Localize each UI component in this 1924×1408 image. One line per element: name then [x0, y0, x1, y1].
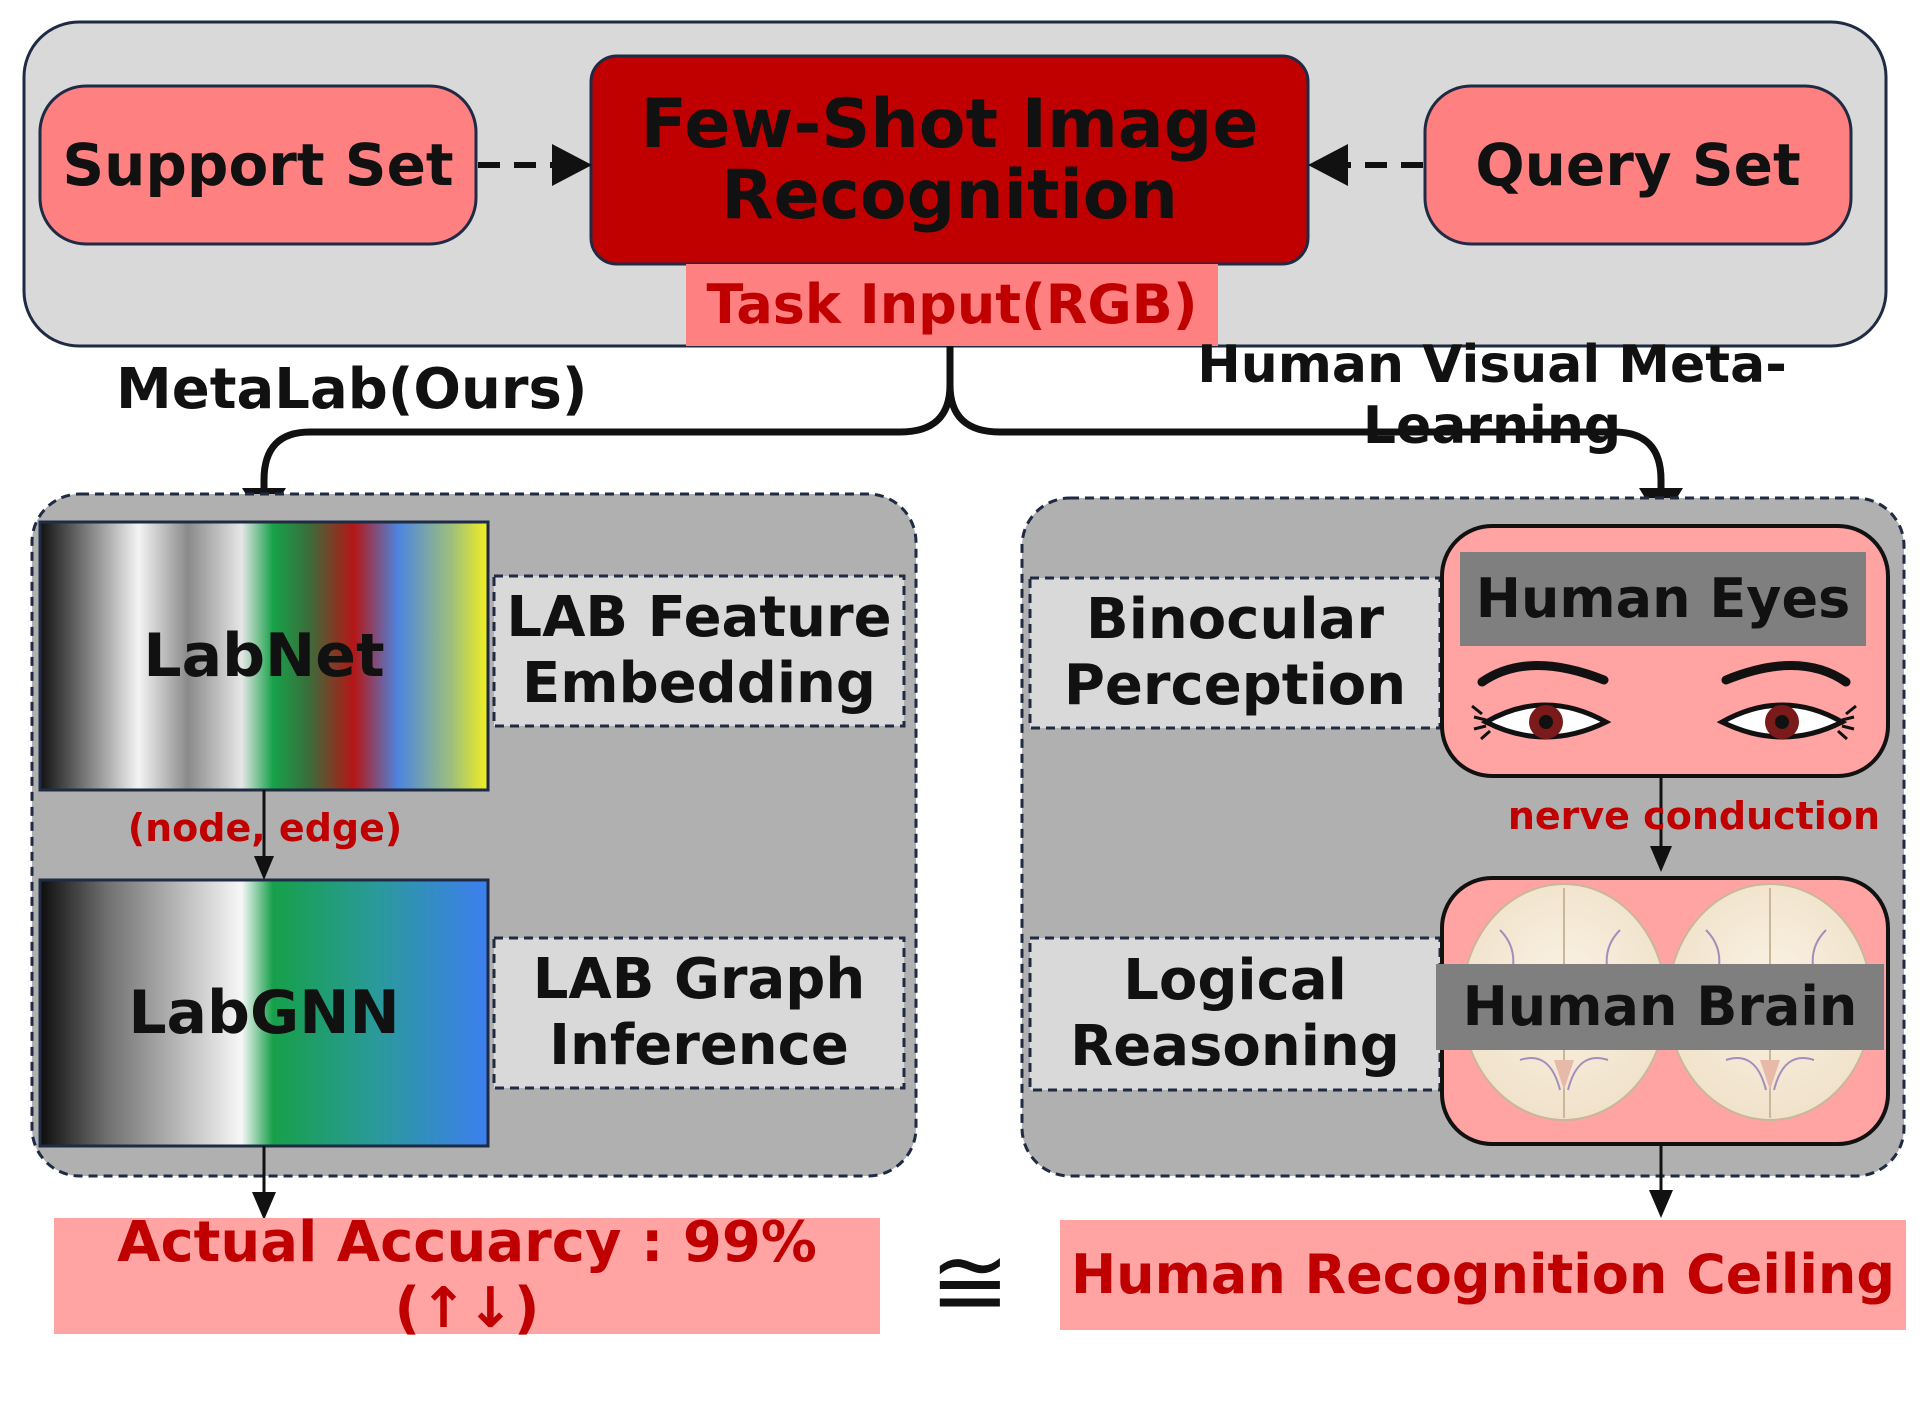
- logical-line1: Logical: [1123, 947, 1347, 1013]
- accuracy-result-label: Actual Accuarcy : 99%(↑↓): [117, 1209, 817, 1341]
- labgnn-block: [38, 878, 490, 1148]
- ceiling-result-box: [1060, 1220, 1906, 1330]
- nerve-conduction-label: nerve conduction: [1507, 793, 1880, 838]
- left-eye-icon: [1471, 661, 1612, 741]
- human-brain-label: Human Brain: [1462, 975, 1858, 1039]
- approx-symbol: ≅: [929, 1226, 1011, 1339]
- lab-graph-label: LAB Graph Inference: [494, 938, 904, 1088]
- task-title: Few-Shot Image Recognition: [591, 56, 1308, 264]
- binocular-box: [1028, 576, 1442, 730]
- query-set-label: Query Set: [1475, 130, 1801, 199]
- lab-feature-line2: Embedding: [522, 651, 876, 716]
- branch-left-connector: [260, 346, 954, 494]
- task-title-line2: Recognition: [721, 156, 1178, 235]
- task-input-label: Task Input(RGB): [706, 273, 1198, 337]
- support-arrowhead: [552, 144, 592, 186]
- support-set-label: Support Set: [62, 130, 454, 199]
- task-input-label-bg: [686, 264, 1218, 346]
- metalab-branch-label: MetaLab(Ours): [116, 356, 588, 422]
- lab-feature-label: LAB Feature Embedding: [494, 576, 904, 726]
- task-title-line1: Few-Shot Image: [640, 84, 1259, 164]
- brain-arrowhead: [1649, 1190, 1673, 1218]
- lab-graph-line1: LAB Graph: [532, 946, 866, 1012]
- binocular-line2: Perception: [1063, 653, 1407, 718]
- eyes-arrowhead: [1650, 846, 1672, 872]
- labgnn-arrowhead: [252, 1192, 276, 1220]
- logical-line2: Reasoning: [1070, 1014, 1400, 1079]
- support-set-box: [38, 84, 478, 246]
- query-set-box: [1423, 84, 1853, 246]
- human-branch-label: Human Visual Meta-Learning: [1197, 334, 1787, 456]
- eyes-label-bg: [1460, 552, 1866, 646]
- branch-right-connector: [946, 384, 1665, 494]
- brain-label-bg: [1436, 964, 1884, 1050]
- binocular-label: Binocular Perception: [1030, 578, 1440, 728]
- logical-label: Logical Reasoning: [1030, 938, 1440, 1090]
- human-eyes-label: Human Eyes: [1475, 567, 1851, 631]
- ceiling-result-label: Human Recognition Ceiling: [1070, 1243, 1896, 1307]
- accuracy-result-box: [54, 1218, 880, 1334]
- logical-box: [1028, 936, 1442, 1092]
- query-arrowhead: [1308, 144, 1348, 186]
- lab-feature-box: [492, 574, 906, 728]
- labgnn-label: LabGNN: [128, 977, 400, 1048]
- binocular-line1: Binocular: [1086, 586, 1384, 652]
- lab-graph-box: [492, 936, 906, 1090]
- labnet-label: LabNet: [143, 620, 385, 691]
- lab-feature-line1: LAB Feature: [506, 584, 892, 650]
- lab-graph-line2: Inference: [549, 1013, 849, 1078]
- labnet-arrowhead: [254, 856, 274, 880]
- right-eye-icon: [1716, 661, 1857, 741]
- edge-label: (node, edge): [127, 805, 403, 850]
